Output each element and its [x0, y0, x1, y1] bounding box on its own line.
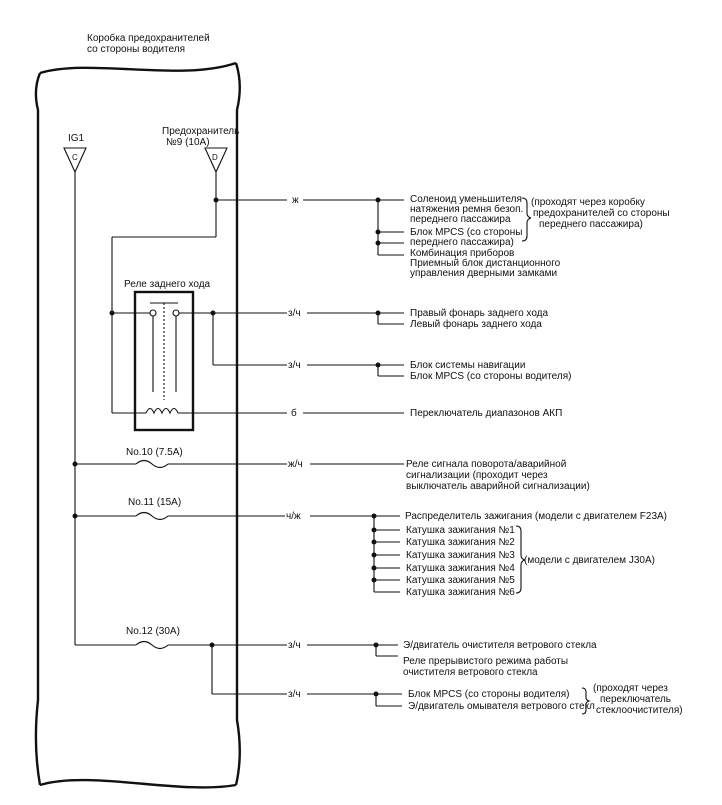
- g6-coil-2: Катушка зажигания №2: [406, 537, 515, 548]
- relay-label: Реле заднего хода: [124, 279, 211, 290]
- fuse12-symbol: [135, 640, 169, 650]
- g7-item2-line1: Реле прерывистого режима работы: [403, 655, 568, 667]
- g1-brace: [521, 197, 532, 242]
- g6-note: (модели с двигателем J30A): [524, 555, 655, 566]
- g3-item2: Блок MPCS (со стороны водителя): [410, 371, 571, 382]
- ig1-label: IG1: [68, 133, 85, 144]
- g8-note-line1: (проходят через: [593, 683, 668, 694]
- g5-item1-line1: Реле сигнала поворота/аварийной: [406, 459, 566, 470]
- fuse10-symbol: [135, 459, 169, 469]
- g1-item2-line2: переднего пассажира): [410, 237, 514, 248]
- wire-color-1: ж: [292, 195, 299, 206]
- g6-coil-5: Катушка зажигания №5: [406, 575, 515, 586]
- wire-color-2: з/ч: [288, 308, 301, 319]
- wire-color-3: з/ч: [288, 360, 301, 371]
- relay-box: [133, 290, 195, 432]
- fuse10-label: No.10 (7.5A): [126, 447, 183, 458]
- wire-color-5: ж/ч: [288, 459, 303, 470]
- wire-color-4: б: [291, 407, 297, 419]
- box-title-line1: Коробка предохранителей: [87, 32, 210, 44]
- wire-color-8: з/ч: [288, 689, 301, 700]
- relay-switch: [149, 302, 180, 400]
- relay-coil: [112, 407, 287, 415]
- fuse11-symbol: [135, 511, 169, 521]
- g5-item1-line2: сигнализации (проходит через: [406, 470, 548, 481]
- g1-item1-line3: переднего пассажира: [410, 214, 511, 225]
- g7-item2-line2: очистителя ветрового стекла: [403, 667, 538, 678]
- fuse9-terminal-arrow: [204, 147, 228, 174]
- fuse9-label-line1: Предохранитель: [162, 126, 239, 137]
- g2-item2: Левый фонарь заднего хода: [410, 318, 542, 330]
- g8-item1: Блок MPCS (со стороны водителя): [408, 689, 569, 700]
- g6-item0: Распределитель зажигания (модели с двига…: [405, 511, 667, 522]
- g4-item1: Переключатель диапазонов АКП: [410, 408, 562, 419]
- g8-item2: Э/двигатель омывателя ветрового стекл: [408, 701, 595, 712]
- g1-item4-line1: Приемный блок дистанционного: [410, 257, 561, 269]
- g1-item1-line2: натяжения ремня безоп.: [410, 203, 523, 215]
- ig1-terminal-letter: C: [72, 153, 78, 162]
- g1-item3: Комбинация приборов: [410, 247, 514, 259]
- g6-coil-4: Катушка зажигания №4: [406, 563, 515, 574]
- g8-note-line2: переключатель: [600, 694, 671, 705]
- box-title-line2: со стороны водителя: [87, 44, 185, 55]
- fuse9-terminal-letter: D: [212, 153, 218, 162]
- g1-item2-line1: Блок MPCS (со стороны: [410, 227, 522, 238]
- fuse-box-outline: [34, 61, 241, 789]
- wire-color-6: ч/ж: [286, 511, 301, 522]
- g1-note-line1: (проходят через коробку: [531, 196, 645, 208]
- g1-item4-line2: управления дверными замками: [410, 268, 557, 279]
- g7-item1: Э/двигатель очистителя ветрового стекла: [403, 640, 597, 651]
- g2-item1: Правый фонарь заднего хода: [410, 307, 548, 319]
- fuse12-label: No.12 (30A): [126, 626, 180, 637]
- wire-color-7: з/ч: [288, 640, 301, 651]
- ig1-terminal-arrow: [63, 147, 87, 174]
- g1-note-line3: переднего пассажира): [539, 219, 643, 230]
- g6-coil-1: Катушка зажигания №1: [406, 525, 515, 536]
- g8-brace: [581, 687, 591, 715]
- g1-note-line2: предохранителей со стороны: [533, 208, 670, 219]
- g6-coil-6: Катушка зажигания №6: [406, 587, 515, 598]
- g1-item1-line1: Соленоид уменьшителя: [410, 194, 522, 205]
- g5-item1-line3: выключатель аварийной сигнализации): [406, 481, 590, 492]
- g6-brace: [515, 525, 526, 594]
- g6-coil-3: Катушка зажигания №3: [406, 550, 515, 561]
- fuse9-label-line2: №9 (10A): [166, 137, 210, 148]
- g8-note-line3: стеклоочистителя): [596, 705, 683, 716]
- fuse11-label: No.11 (15A): [128, 497, 181, 508]
- g3-item1: Блок системы навигации: [410, 360, 525, 371]
